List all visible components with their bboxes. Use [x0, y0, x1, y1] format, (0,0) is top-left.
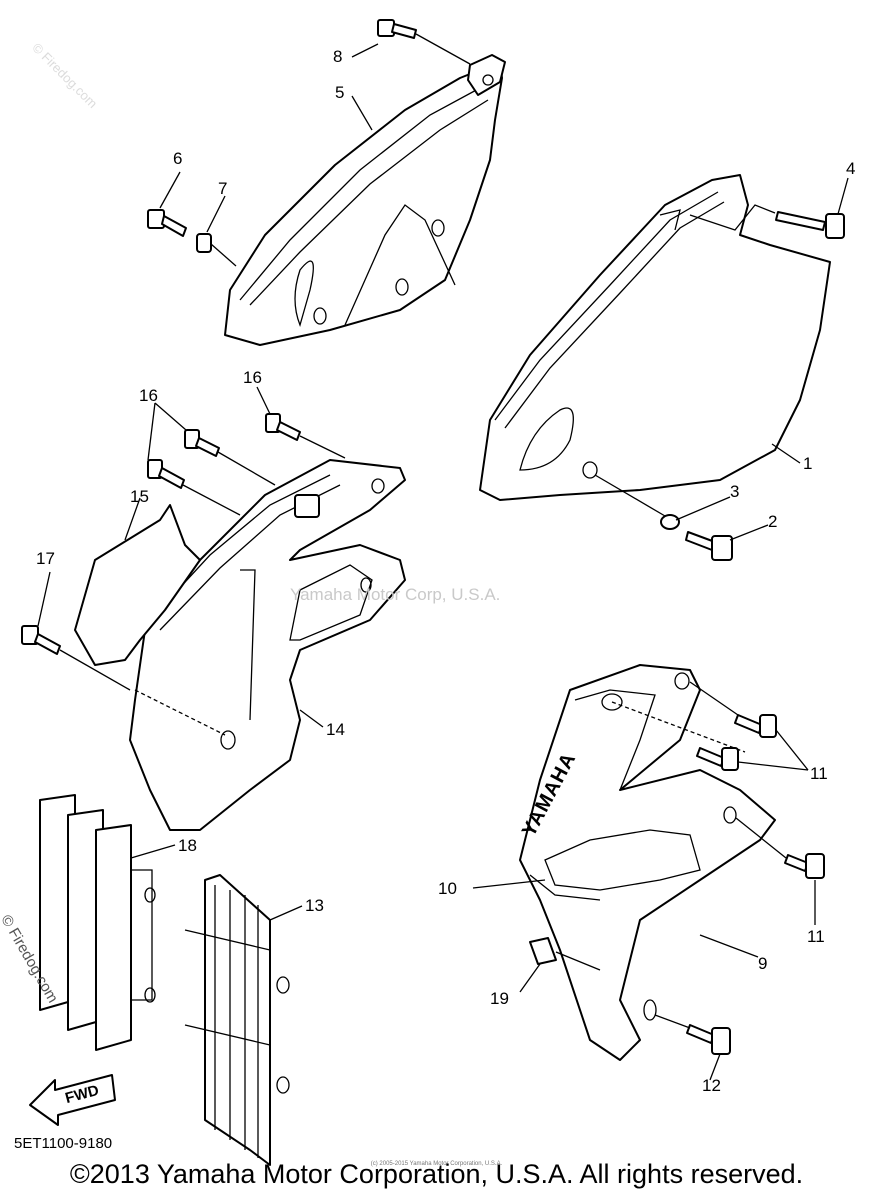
part-1-side-cover: [479, 174, 831, 501]
part-18-radiator-guard: [39, 794, 156, 1051]
part-17-bolt: [21, 625, 131, 691]
callout-17: 17: [36, 549, 55, 568]
callout-11b: 11: [807, 927, 825, 946]
part-12-bolt: [654, 1014, 731, 1055]
callout-9: 9: [758, 954, 768, 973]
callout-15: 15: [130, 487, 149, 506]
copyright-text: ©2013 Yamaha Motor Corporation, U.S.A. A…: [69, 1159, 804, 1189]
part-3-washer: [594, 474, 680, 530]
callout-19: 19: [490, 989, 509, 1008]
part-7-collar: [196, 233, 237, 267]
callout-2: 2: [768, 512, 778, 531]
callout-16a: 16: [139, 386, 158, 405]
part-2-bolt: [685, 531, 733, 561]
part-4-bolt: [689, 204, 845, 239]
callout-8: 8: [333, 47, 343, 66]
part-8-bolt: [377, 19, 471, 65]
part-code: 5ET1100-9180: [14, 1135, 113, 1152]
part-13-louver: [184, 874, 290, 1166]
part-9-shroud: [519, 664, 776, 1061]
callout-16b: 16: [243, 368, 262, 387]
callout-1: 1: [803, 454, 813, 473]
callout-6: 6: [173, 149, 183, 168]
callout-7: 7: [218, 179, 228, 198]
part-15-deflector: [74, 504, 226, 736]
part-16-bolts: [147, 413, 346, 516]
callout-4: 4: [846, 159, 856, 178]
callout-13: 13: [305, 896, 324, 915]
part-5-side-cover: [224, 54, 506, 346]
callout-10: 10: [438, 879, 457, 898]
callout-14: 14: [326, 720, 345, 739]
callout-12: 12: [702, 1076, 721, 1095]
leader-lines: [37, 43, 849, 1081]
watermark-text: Yamaha Motor Corp, U.S.A.: [290, 585, 501, 604]
part-11-bolts: [689, 681, 825, 879]
part-19-clip: [529, 937, 601, 971]
callout-3: 3: [730, 482, 740, 501]
part-6-bolt: [147, 209, 187, 237]
callout-18: 18: [178, 836, 197, 855]
callout-11a: 11: [810, 764, 828, 783]
callout-5: 5: [335, 83, 345, 102]
fwd-arrow: [29, 1074, 116, 1126]
tiny-notice: (c) 2005-2015 Yamaha Motor Corporation, …: [370, 1161, 503, 1167]
